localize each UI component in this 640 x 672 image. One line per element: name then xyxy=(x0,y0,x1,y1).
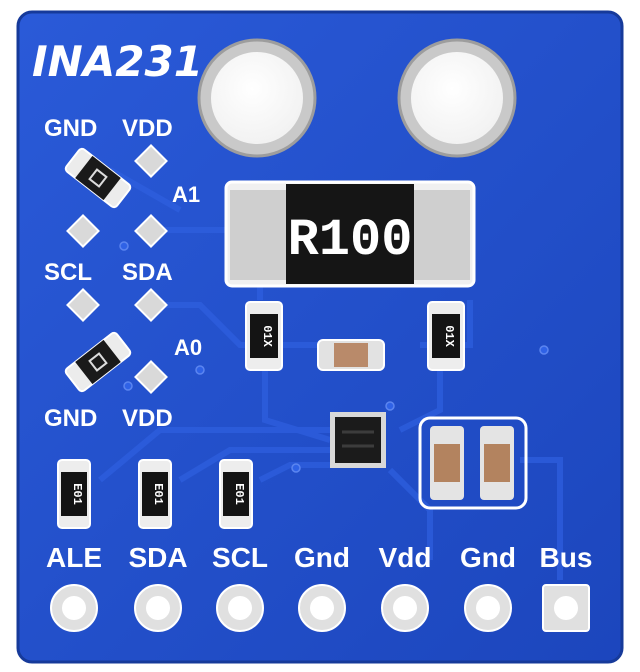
header-pad-bus xyxy=(542,584,590,632)
board-title: INA231 xyxy=(32,37,203,86)
header-pads xyxy=(50,584,590,632)
smd-resistor-3: E01 xyxy=(219,459,253,529)
header-pad-gnd-1 xyxy=(298,584,346,632)
address-resistor-a0 xyxy=(64,331,132,393)
smd-resistor-2: E01 xyxy=(138,459,172,529)
smd-resistor-3-marking: E01 xyxy=(232,483,246,505)
vdd-top-label: VDD xyxy=(122,115,173,142)
pin-label-ale: ALE xyxy=(46,542,102,573)
sda-label: SDA xyxy=(122,259,173,286)
pin-label-scl: SCL xyxy=(212,542,268,573)
address-resistor-a1 xyxy=(64,147,132,209)
shunt-marking: R100 xyxy=(288,211,413,270)
scl-label: SCL xyxy=(44,259,92,286)
vias xyxy=(119,241,549,473)
header-pad-sda xyxy=(134,584,182,632)
small-resistor-left-marking: 01X xyxy=(260,325,274,347)
a1-label: A1 xyxy=(172,182,200,207)
pin-label-bus: Bus xyxy=(540,542,593,573)
header-pad-scl xyxy=(216,584,264,632)
small-resistor-left: 01X xyxy=(245,301,283,371)
header-pad-ale xyxy=(50,584,98,632)
pin-label-gnd-1: Gnd xyxy=(294,542,350,573)
pin-label-gnd-2: Gnd xyxy=(460,542,516,573)
small-resistor-right: 01X xyxy=(427,301,465,371)
header-labels: ALE SDA SCL Gnd Vdd Gnd Bus xyxy=(46,542,592,573)
gnd-bottom-label: GND xyxy=(44,405,97,432)
header-pad-vdd xyxy=(381,584,429,632)
gnd-top-label: GND xyxy=(44,115,97,142)
header-pad-gnd-2 xyxy=(464,584,512,632)
shunt-resistor: R100 xyxy=(224,180,476,288)
ina231-chip xyxy=(330,412,386,468)
mounting-hole-left xyxy=(197,38,317,158)
capacitor-middle xyxy=(317,339,385,371)
smd-resistor-1-marking: E01 xyxy=(70,483,84,505)
mounting-hole-right xyxy=(397,38,517,158)
smd-resistor-2-marking: E01 xyxy=(151,483,165,505)
pin-label-sda: SDA xyxy=(128,542,187,573)
jumper-pads xyxy=(66,144,168,394)
a0-label: A0 xyxy=(174,335,202,360)
capacitor-pair xyxy=(418,416,528,510)
smd-resistor-1: E01 xyxy=(57,459,91,529)
small-resistor-right-marking: 01X xyxy=(442,325,456,347)
pin-label-vdd: Vdd xyxy=(379,542,432,573)
vdd-bottom-label: VDD xyxy=(122,405,173,432)
